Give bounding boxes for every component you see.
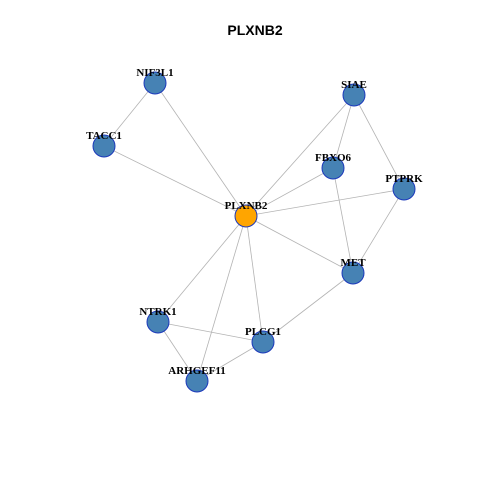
edge-tacc1-plxnb2	[103, 145, 247, 217]
node-label-fbxo6: FBXO6	[315, 152, 352, 164]
node-plxnb2[interactable]: PLXNB2	[225, 200, 268, 228]
node-circle-plxnb2[interactable]	[234, 204, 258, 228]
edge-plxnb2-plcg1	[245, 215, 264, 343]
edge-met-plcg1	[262, 272, 354, 343]
node-label-ntrk1: NTRK1	[139, 306, 176, 318]
edge-ntrk1-arhgef11	[157, 321, 198, 382]
edge-ptprk-plxnb2	[245, 188, 405, 217]
edge-layer	[103, 82, 405, 382]
edge-siae-plxnb2	[245, 94, 355, 217]
node-label-plcg1: PLCG1	[245, 326, 281, 338]
edge-ntrk1-plcg1	[157, 321, 264, 343]
edge-plcg1-arhgef11	[196, 341, 264, 382]
node-circle-plcg1[interactable]	[251, 330, 275, 354]
node-circle-tacc1[interactable]	[92, 134, 116, 158]
graph-title: PLXNB2	[227, 22, 282, 38]
node-label-nif3l1: NIF3L1	[136, 67, 173, 79]
node-arhgef11[interactable]: ARHGEF11	[168, 365, 226, 393]
node-nif3l1[interactable]: NIF3L1	[136, 67, 174, 95]
edge-ptprk-met	[352, 188, 405, 274]
node-label-ptprk: PTPRK	[385, 173, 423, 185]
node-circle-arhgef11[interactable]	[185, 369, 209, 393]
edge-nif3l1-plxnb2	[154, 82, 247, 217]
edge-siae-ptprk	[353, 94, 405, 190]
node-circle-siae[interactable]	[342, 83, 366, 107]
node-circle-ntrk1[interactable]	[146, 310, 170, 334]
node-label-tacc1: TACC1	[86, 130, 122, 142]
node-circle-nif3l1[interactable]	[143, 71, 167, 95]
edge-siae-fbxo6	[332, 94, 355, 169]
node-fbxo6[interactable]: FBXO6	[315, 152, 352, 180]
edge-fbxo6-met	[332, 167, 354, 274]
node-label-arhgef11: ARHGEF11	[168, 365, 225, 377]
edge-plxnb2-arhgef11	[196, 215, 247, 382]
node-circle-fbxo6[interactable]	[321, 156, 345, 180]
node-label-met: MET	[340, 257, 366, 269]
node-label-siae: SIAE	[341, 79, 367, 91]
node-met[interactable]: MET	[340, 257, 366, 285]
edge-plxnb2-ntrk1	[157, 215, 247, 323]
node-label-plxnb2: PLXNB2	[225, 200, 268, 212]
node-plcg1[interactable]: PLCG1	[245, 326, 281, 354]
node-ptprk[interactable]: PTPRK	[385, 173, 423, 201]
node-ntrk1[interactable]: NTRK1	[139, 306, 177, 334]
node-circle-ptprk[interactable]	[392, 177, 416, 201]
node-siae[interactable]: SIAE	[341, 79, 367, 107]
edge-fbxo6-plxnb2	[245, 167, 334, 217]
node-tacc1[interactable]: TACC1	[86, 130, 122, 158]
edge-plxnb2-met	[245, 215, 354, 274]
edge-nif3l1-tacc1	[103, 82, 156, 147]
node-circle-met[interactable]	[341, 261, 365, 285]
